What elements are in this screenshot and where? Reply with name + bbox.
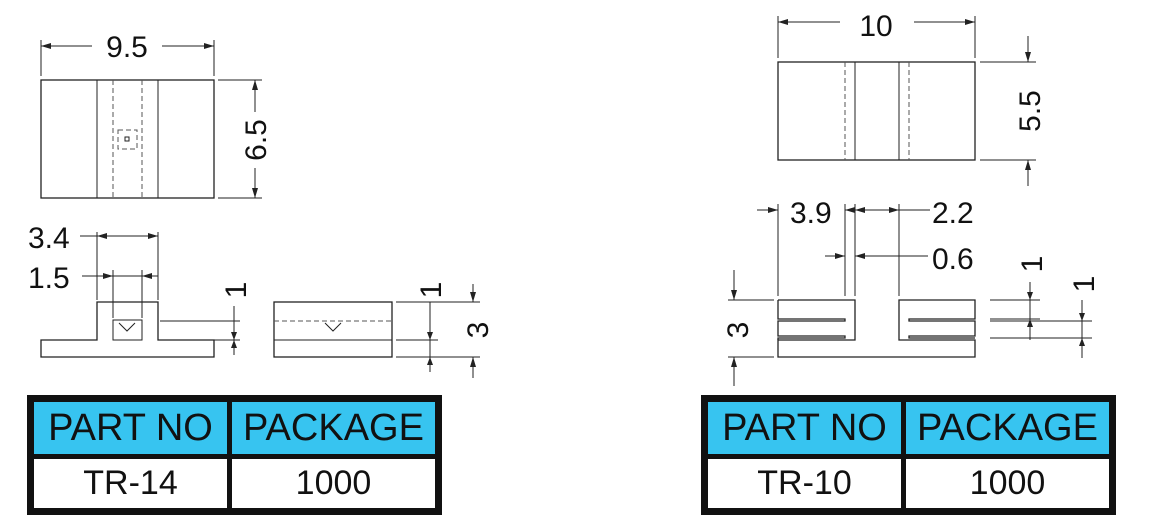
right-total-height-label: 3 [722, 322, 755, 339]
right-height-label: 5.5 [1014, 90, 1047, 132]
right-parts-table: PART NO PACKAGE TR-10 1000 [701, 395, 1116, 515]
left-width-label: 9.5 [106, 31, 148, 64]
right-table-package: 1000 [906, 459, 1109, 508]
right-gap-label: 0.6 [932, 243, 974, 276]
left-top-view [40, 79, 215, 199]
left-side-view [40, 301, 215, 358]
left-thickness-label: 1 [220, 282, 253, 299]
left-width-dimension: 9.5 [40, 31, 215, 76]
right-table-header-package: PACKAGE [906, 402, 1109, 454]
left-height-label: 6.5 [240, 119, 273, 161]
right-web-label: 2.2 [932, 197, 974, 230]
left-table-header-part-no: PART NO [34, 402, 227, 454]
right-offset-dimension: 3.9 [757, 197, 856, 296]
left-front-thickness-label: 1 [415, 282, 448, 299]
left-table-part-no: TR-14 [34, 459, 227, 508]
right-gap-dimension: 0.6 [825, 243, 974, 276]
right-offset-label: 3.9 [790, 197, 832, 230]
left-front-view [273, 301, 393, 358]
left-total-height-label: 3 [462, 322, 495, 339]
left-front-thickness-dimension: 1 [396, 282, 448, 372]
right-web-dimension: 2.2 [854, 197, 974, 296]
right-total-height-dimension: 3 [722, 270, 774, 386]
right-side-view [777, 299, 976, 358]
right-thickness-a-label: 1 [1016, 256, 1049, 273]
right-top-view [777, 61, 976, 161]
right-table-header-part-no: PART NO [708, 402, 901, 454]
left-flange-dimension: 3.4 [28, 222, 159, 300]
left-total-height-dimension: 3 [396, 284, 495, 378]
left-parts-table: PART NO PACKAGE TR-14 1000 [27, 395, 442, 515]
left-table-package: 1000 [232, 459, 435, 508]
right-thickness-a-dimension: 1 [990, 256, 1049, 340]
left-flange-label: 3.4 [28, 222, 70, 255]
right-width-label: 10 [859, 10, 892, 43]
right-thickness-b-dimension: 1 [990, 276, 1101, 358]
right-table-part-no: TR-10 [708, 459, 901, 508]
left-thickness-dimension: 1 [160, 282, 253, 355]
right-height-dimension: 5.5 [980, 36, 1047, 186]
left-slot-dimension: 1.5 [28, 262, 158, 318]
left-slot-label: 1.5 [28, 262, 70, 295]
left-height-dimension: 6.5 [218, 79, 273, 199]
right-thickness-b-label: 1 [1068, 276, 1101, 293]
left-table-header-package: PACKAGE [232, 402, 435, 454]
right-width-dimension: 10 [777, 10, 976, 58]
